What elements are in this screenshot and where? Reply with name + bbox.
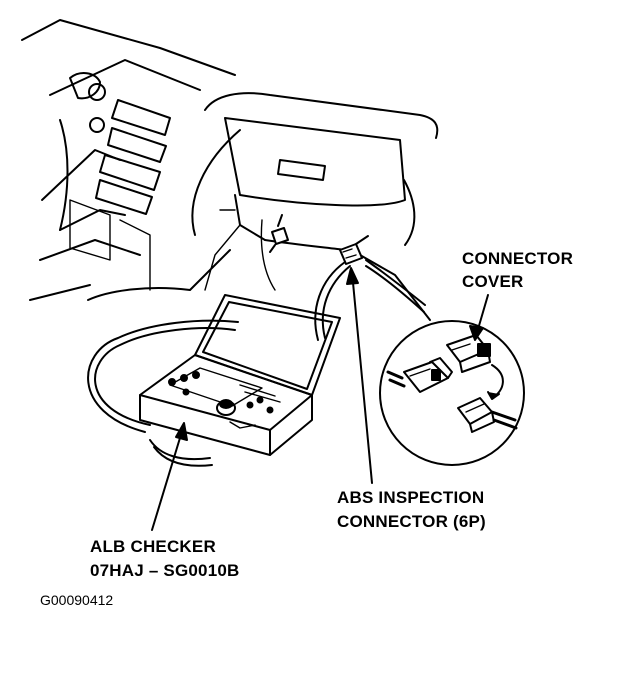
inset-lead [365, 259, 426, 313]
alb-checker-label-line2: 07HAJ – SG0010B [90, 561, 240, 580]
leader-arrows [151, 267, 489, 531]
alb-checker-label-line1: ALB CHECKER [90, 537, 216, 556]
alb-checker-box [139, 294, 341, 456]
inset-circle [379, 320, 525, 466]
dash-connector-left [269, 214, 289, 253]
center-console [204, 92, 439, 321]
connector-cover-label-line1: CONNECTOR [462, 249, 574, 268]
abs-inspection-label-line1: ABS INSPECTION [337, 488, 485, 507]
dashboard-outline [21, 19, 241, 301]
abs-inspection-label-line2: CONNECTOR (6P) [337, 512, 486, 531]
abs-connector [339, 235, 369, 265]
figure-code: G00090412 [40, 592, 114, 608]
checker-cable [87, 261, 351, 467]
connector-cover-label-line2: COVER [462, 272, 524, 291]
